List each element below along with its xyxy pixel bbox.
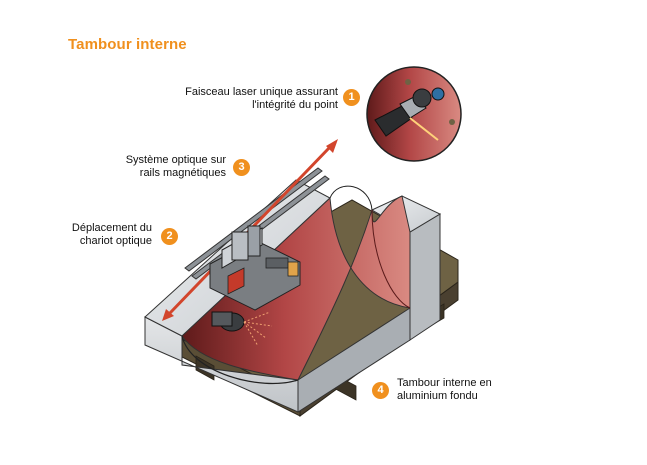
callout-4-line1: Tambour interne en (397, 377, 492, 389)
callout-4-badge: 4 (372, 382, 389, 399)
callout-4-line2: aluminium fondu (397, 390, 478, 402)
callout-2-line2: chariot optique (79, 235, 152, 247)
callout-1-line2: l'intégrité du point (252, 99, 338, 111)
callout-3-line2: rails magnétiques (139, 167, 226, 179)
callout-1-badge: 1 (343, 89, 360, 106)
callout-3-badge: 3 (233, 159, 250, 176)
callout-2-line1: Déplacement du (71, 222, 152, 234)
aluminium-drum (144, 179, 442, 413)
callout-1-line1: Faisceau laser unique assurant (185, 86, 338, 98)
diagram-title: Tambour interne (68, 36, 187, 53)
laser-detail-inset (366, 66, 462, 162)
callout-2-label: Déplacement du chariot optique (72, 222, 152, 248)
optical-carriage (209, 225, 301, 347)
callout-3-line1: Système optique sur (125, 154, 226, 166)
callout-3-label: Système optique sur rails magnétiques (126, 154, 226, 180)
callout-1-label: Faisceau laser unique assurant l'intégri… (185, 86, 338, 112)
callout-2-badge: 2 (161, 228, 178, 245)
callout-4-label: Tambour interne en aluminium fondu (397, 377, 492, 403)
